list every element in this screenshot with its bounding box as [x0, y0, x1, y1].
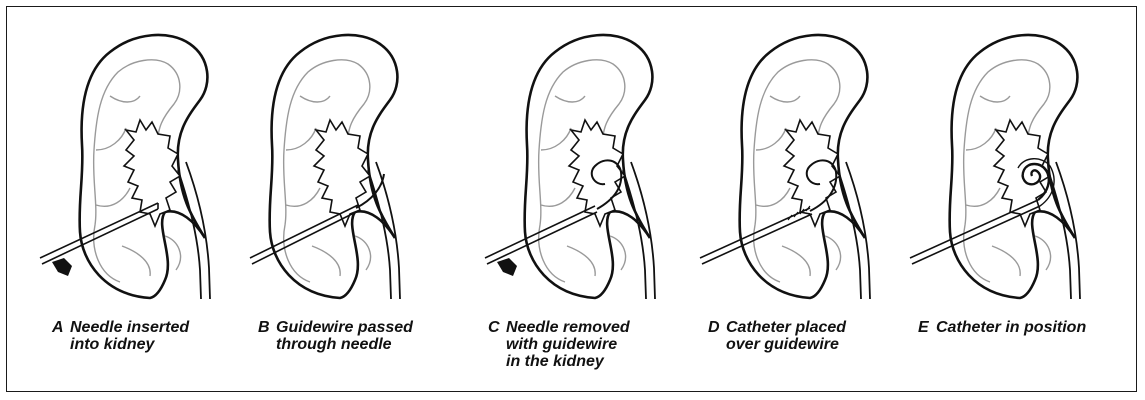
arrow-icon [497, 258, 517, 276]
kidney-icon [270, 35, 400, 299]
caption-line-1: Catheter placed [726, 319, 846, 336]
kidney-icon [740, 35, 870, 299]
caption-line-2: through needle [258, 336, 413, 353]
panel-b-illustration [250, 35, 400, 299]
caption-line-3: in the kidney [488, 353, 630, 370]
caption-letter: B [258, 319, 276, 336]
arrow-icon [52, 258, 72, 276]
panel-c-illustration [485, 35, 655, 299]
caption-letter: C [488, 319, 506, 336]
panel-e-illustration [910, 35, 1080, 299]
caption-letter: E [918, 319, 936, 336]
caption-panel-b: BGuidewire passed through needle [258, 319, 413, 353]
kidney-icon [525, 35, 655, 299]
caption-letter: D [708, 319, 726, 336]
kidney-icon [80, 35, 210, 299]
caption-panel-c: CNeedle removed with guidewire in the ki… [488, 319, 630, 370]
caption-line-1: Needle inserted [70, 319, 189, 336]
caption-line-1: Catheter in position [936, 319, 1086, 336]
caption-line-2: into kidney [52, 336, 189, 353]
caption-line-2: over guidewire [708, 336, 846, 353]
kidney-icon [950, 35, 1080, 299]
caption-panel-a: ANeedle inserted into kidney [52, 319, 189, 353]
caption-line-1: Guidewire passed [276, 319, 413, 336]
panel-d-illustration [700, 35, 870, 299]
caption-line-1: Needle removed [506, 319, 630, 336]
caption-panel-d: DCatheter placed over guidewire [708, 319, 846, 353]
caption-line-2: with guidewire [488, 336, 630, 353]
caption-letter: A [52, 319, 70, 336]
caption-panel-e: ECatheter in position [918, 319, 1086, 336]
panel-a-illustration [40, 35, 210, 299]
